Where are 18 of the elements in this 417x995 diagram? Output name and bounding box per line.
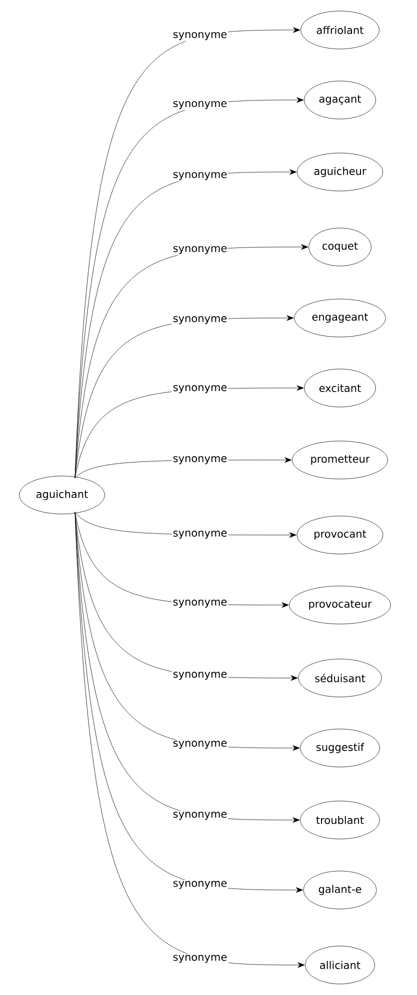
edge-label: synonyme [172, 598, 228, 609]
edge-label: synonyme [172, 384, 228, 394]
arrow [74, 97, 304, 478]
arrow [74, 169, 297, 478]
arrow [74, 244, 308, 478]
edge-label: synonyme [172, 455, 228, 466]
edge-label: synonyme [172, 530, 228, 540]
edge-label: synonyme [172, 245, 228, 256]
edge-label: synonyme [172, 171, 228, 182]
edge-label: synonyme [172, 670, 228, 681]
edge-label: synonyme [172, 810, 228, 821]
edge-label: synonyme [172, 31, 228, 42]
edge-label: synonyme [172, 954, 228, 964]
edge-label: synonyme [172, 100, 228, 110]
edge-label: synonyme [172, 315, 228, 326]
edge-label: synonyme [172, 880, 228, 890]
edge-label: synonyme [172, 740, 228, 750]
arrow [74, 512, 305, 968]
